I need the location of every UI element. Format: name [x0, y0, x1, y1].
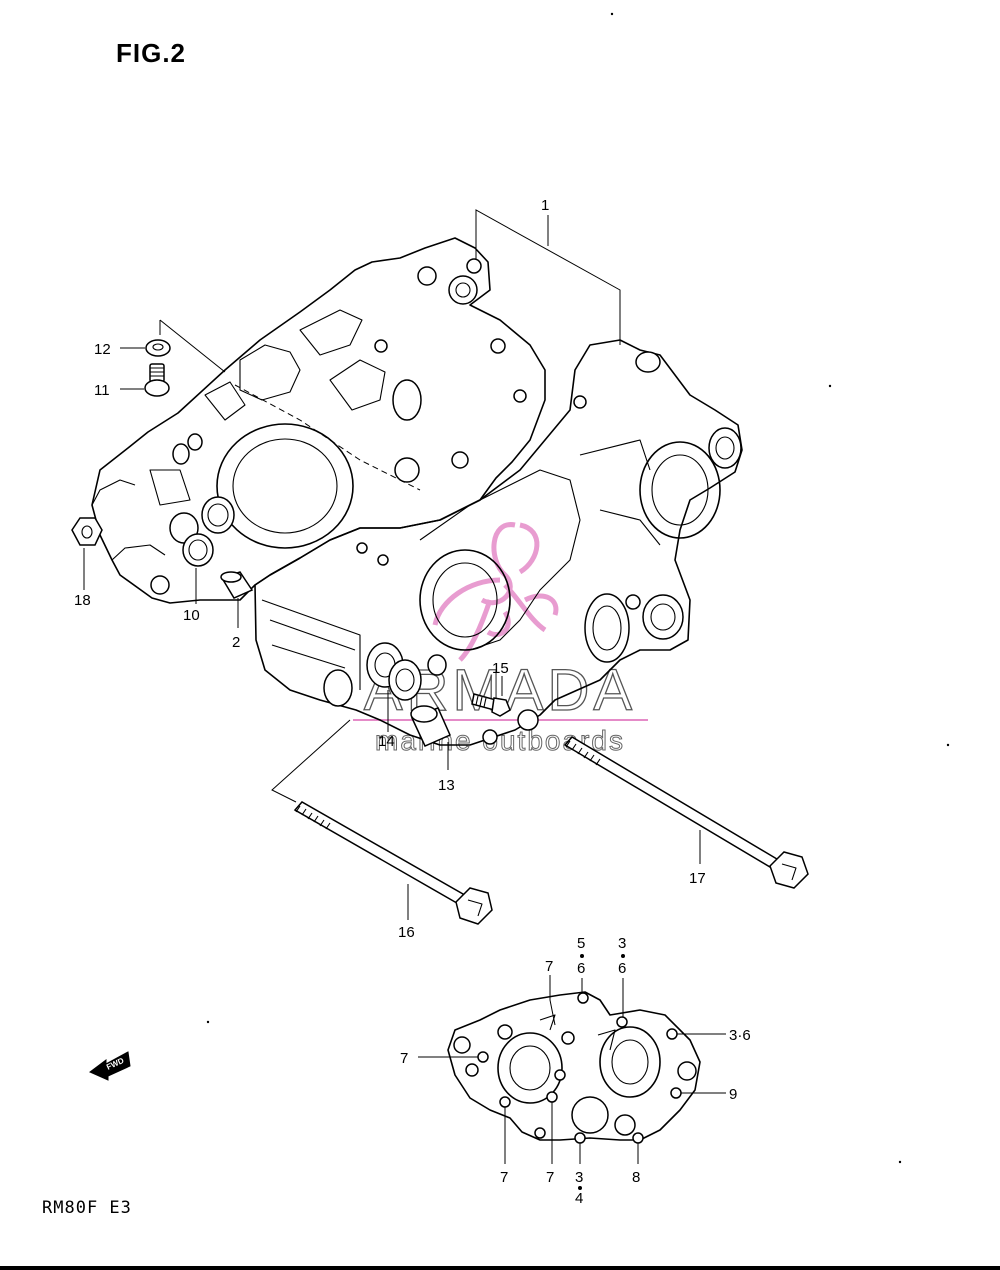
svg-text:4: 4 [575, 1190, 583, 1207]
callout-15: 15 [492, 660, 509, 677]
svg-text:6: 6 [577, 960, 585, 977]
svg-text:7: 7 [546, 1169, 554, 1186]
fwd-arrow-icon: FWD [89, 1051, 131, 1081]
dowel-13 [410, 705, 451, 747]
long-bolt-16 [293, 801, 493, 925]
svg-text:3: 3 [575, 1169, 583, 1186]
svg-text:7: 7 [400, 1050, 408, 1067]
svg-text:3: 3 [618, 935, 626, 952]
svg-text:9: 9 [729, 1086, 737, 1103]
svg-text:7: 7 [545, 958, 553, 975]
svg-text:1: 1 [541, 197, 549, 214]
crankcase-subview [447, 991, 701, 1144]
svg-text:5: 5 [577, 935, 585, 952]
callout-10: 10 [183, 607, 200, 624]
bolt-15 [471, 693, 511, 717]
long-bolt-17 [563, 736, 809, 889]
dowel-pin-2 [220, 571, 254, 599]
bolt-11 [144, 363, 170, 397]
nut-18 [71, 517, 103, 546]
svg-text:3·6: 3·6 [729, 1027, 751, 1044]
svg-text:8: 8 [632, 1169, 640, 1186]
callout-12: 12 [94, 341, 111, 358]
washer-12 [145, 339, 171, 357]
callout-14: 14 [378, 733, 395, 750]
svg-text:6: 6 [618, 960, 626, 977]
figure-title: FIG.2 [116, 38, 187, 68]
callout-11: 11 [94, 382, 110, 399]
svg-text:7: 7 [500, 1169, 508, 1186]
callout-18: 18 [74, 592, 91, 609]
callout-2: 2 [232, 634, 240, 651]
bottom-border [0, 1266, 1000, 1270]
callout-17: 17 [689, 870, 706, 887]
callout-1: 1 [475, 197, 621, 345]
callout-16: 16 [398, 924, 415, 941]
callout-13: 13 [438, 777, 455, 794]
model-code: RM80F E3 [42, 1198, 132, 1218]
subview-callouts: 5 6 3 6 7 3·6 7 9 7 7 3 4 8 [400, 935, 751, 1207]
crankcase-assembly [91, 237, 743, 746]
